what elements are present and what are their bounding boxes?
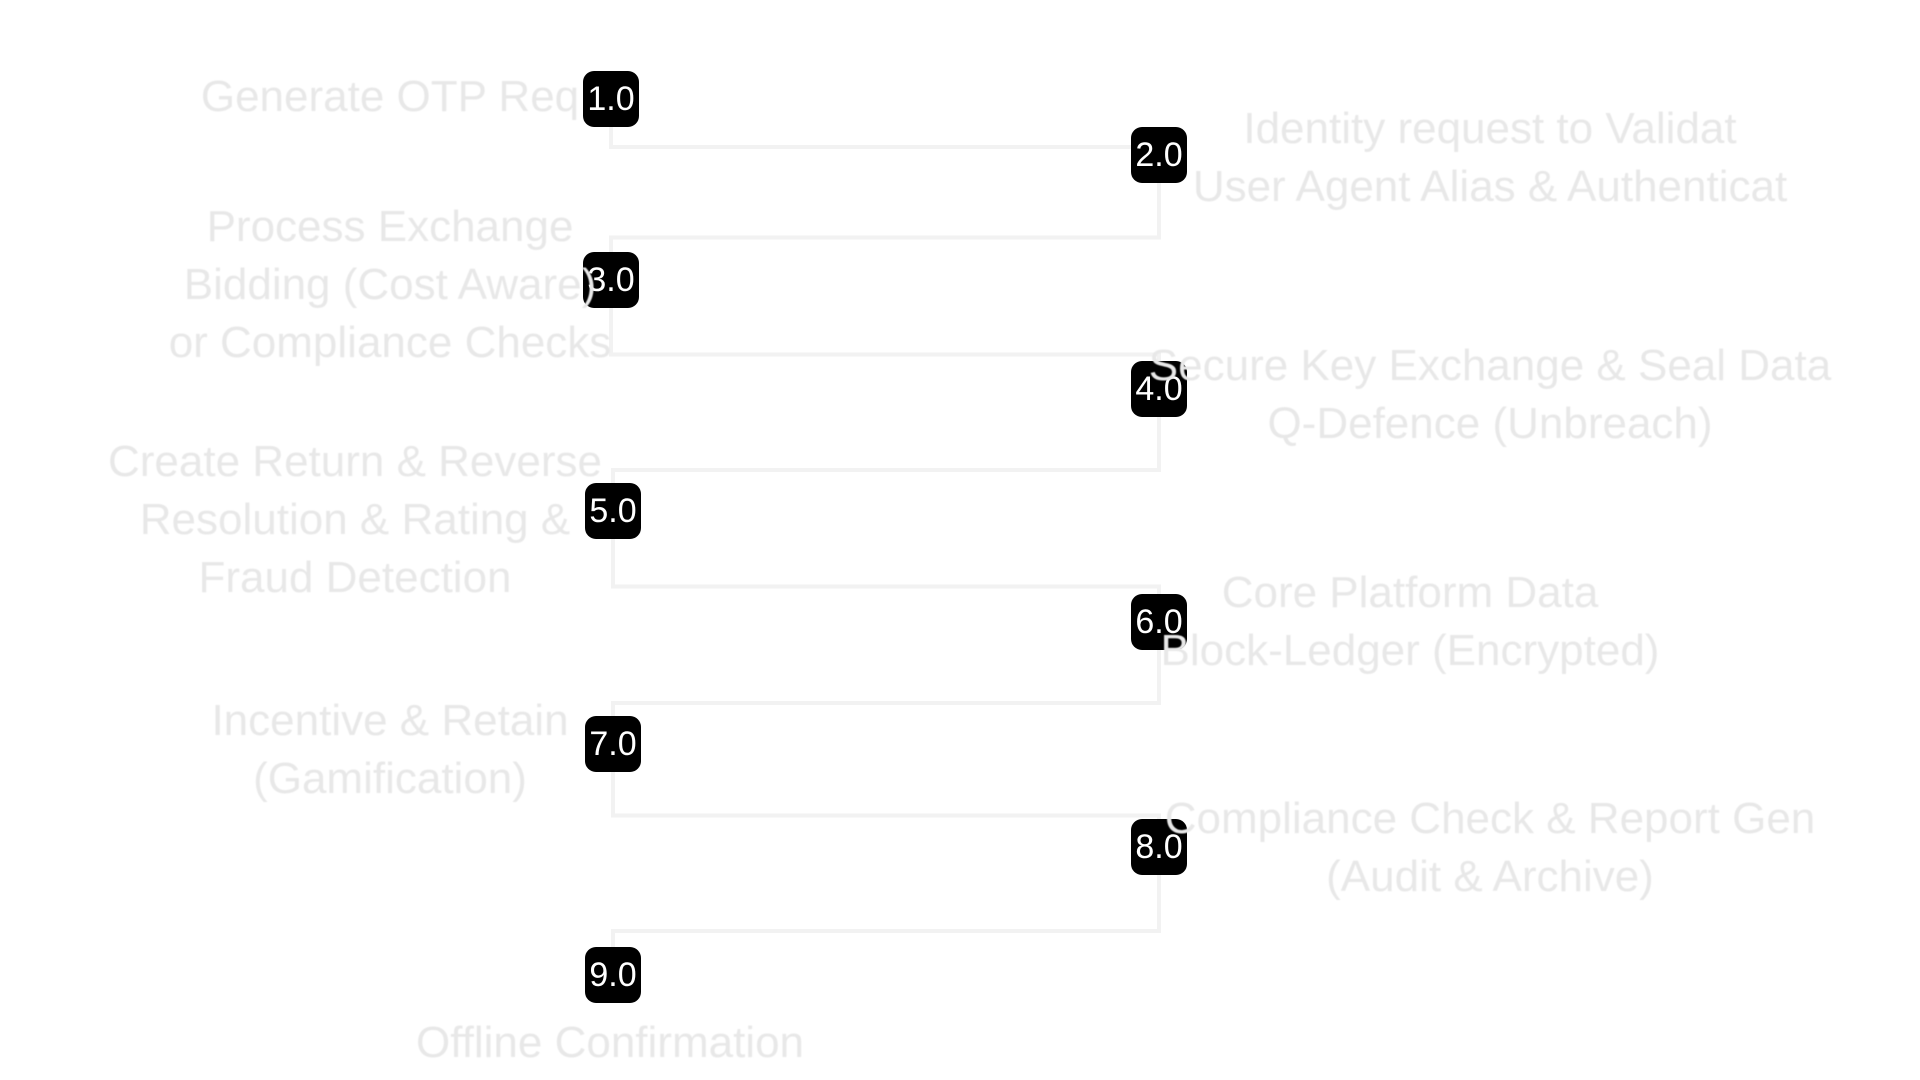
step-label-2-line-1: Identity request to Validat [1243,104,1737,153]
step-label-3-line-1: Process Exchange [206,202,574,251]
step-label-3-line-3: or Compliance Checks [168,318,612,367]
step-label-7-line-2: (Gamification) [253,754,527,803]
step-label-5-line-1: Create Return & Reverse [108,437,602,486]
step-label-5-line-2: Resolution & Rating & [139,495,571,544]
connector-line-2 [609,183,1161,252]
step-label-7: Incentive & Retain (Gamification) [211,692,568,808]
step-label-2-line-2: User Agent Alias & Authenticat [1192,162,1788,211]
connector-line-7 [611,772,1161,819]
step-label-8-line-2: (Audit & Archive) [1326,852,1654,901]
connector-line-4 [611,417,1161,483]
step-badge-4: 4.0 [1131,361,1187,417]
step-label-4-line-1: Secure Key Exchange & Seal Data [1148,341,1832,390]
step-label-6-line-1: Core Platform Data [1221,568,1599,617]
step-badge-8: 8.0 [1131,819,1187,875]
connector-line-3 [609,308,1161,361]
step-label-3-line-2: Bidding (Cost Aware) [183,260,597,309]
step-badge-5: 5.0 [585,483,641,539]
step-badge-1: 1.0 [583,71,639,127]
step-label-4: Secure Key Exchange & Seal Data Q-Defenc… [1149,337,1831,453]
connector-line-6 [611,650,1161,716]
step-badge-7: 7.0 [585,716,641,772]
step-label-8: Compliance Check & Report Gen (Audit & A… [1165,790,1816,906]
connector-line-5 [611,539,1161,594]
step-badge-2: 2.0 [1131,127,1187,183]
step-label-4-line-2: Q-Defence (Unbreach) [1267,399,1713,448]
step-label-8-line-1: Compliance Check & Report Gen [1164,794,1816,843]
step-label-9: Offline Confirmation [416,1014,804,1072]
step-badge-3: 3.0 [583,252,639,308]
step-label-7-line-1: Incentive & Retain [211,696,569,745]
step-label-1-line-1: Generate OTP Req [200,72,580,121]
step-label-9-line-1: Offline Confirmation [415,1018,805,1067]
step-label-5-line-3: Fraud Detection [198,553,512,602]
step-label-2: Identity request to Validat User Agent A… [1193,100,1787,216]
step-label-1: Generate OTP Req [201,68,579,126]
step-label-3: Process Exchange Bidding (Cost Aware) or… [169,198,612,372]
step-label-6-line-2: Block-Ledger (Encrypted) [1160,626,1660,675]
connector-line-8 [611,875,1161,947]
step-badge-6: 6.0 [1131,594,1187,650]
step-label-6: Core Platform Data Block-Ledger (Encrypt… [1161,564,1660,680]
step-label-5: Create Return & Reverse Resolution & Rat… [108,433,602,607]
step-badge-9: 9.0 [585,947,641,1003]
connector-line-1 [609,127,1161,149]
